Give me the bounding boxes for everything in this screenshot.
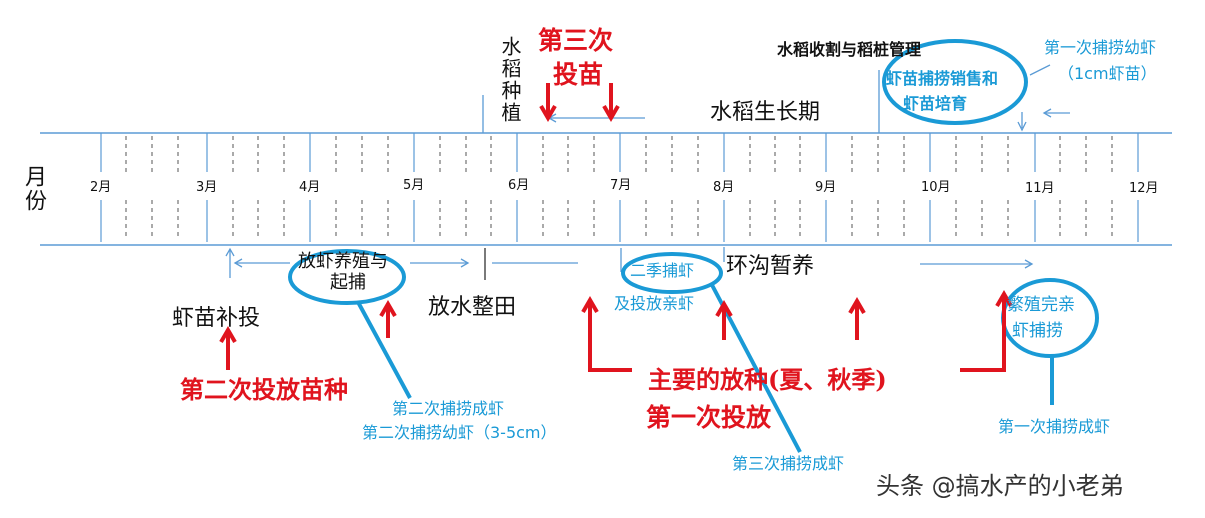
upper-markers <box>482 64 1070 133</box>
ellipse-second-season <box>621 252 723 294</box>
month-ticks <box>100 133 1139 242</box>
first-adult-catch-label: 第一次捕捞成虾 <box>998 417 1111 436</box>
month-label-7: 7月 <box>610 178 632 193</box>
third-stocking-line1: 第三次 <box>538 26 614 55</box>
main-stocking-label: 主要的放种(夏、秋季) <box>648 365 887 394</box>
month-label-11: 11月 <box>1025 181 1055 196</box>
breeding-done-line1: 繁殖完亲 <box>1007 295 1075 315</box>
breeding-done-line2: 虾捕捞 <box>1012 321 1063 341</box>
growth-period-label: 水稻生长期 <box>710 100 821 125</box>
watermark: 头条 @搞水产的小老弟 <box>876 472 1124 500</box>
month-label-2: 2月 <box>90 180 112 195</box>
ellipse-breeding-catch <box>288 249 406 305</box>
second-season-line1: 二季捕虾 <box>630 261 695 280</box>
month-label-3: 3月 <box>196 180 218 195</box>
flood-field-label: 放水整田 <box>428 295 517 320</box>
month-label-4: 4月 <box>299 180 321 195</box>
breeding-catch-line1: 放虾养殖与 <box>298 251 388 272</box>
second-fry-catch-label: 第二次捕捞幼虾（3-5cm） <box>362 423 557 442</box>
fry-supplement-label: 虾苗补投 <box>172 306 261 331</box>
month-label-9: 9月 <box>815 180 837 195</box>
harvest-mgmt-label: 水稻收割与稻桩管理 <box>777 40 922 59</box>
second-season-line2: 及投放亲虾 <box>614 294 695 313</box>
fry-sales-line2: 虾苗培育 <box>903 94 968 113</box>
third-adult-catch-label: 第三次捕捞成虾 <box>732 454 845 473</box>
lower-range-arrows <box>225 247 1034 280</box>
second-adult-catch-label: 第二次捕捞成虾 <box>392 399 505 418</box>
month-label-6: 6月 <box>508 178 530 193</box>
dashed-sub-ticks <box>125 136 1113 240</box>
ellipse-breeding-done <box>1001 278 1099 358</box>
first-fry-catch-line2: （1cm虾苗） <box>1058 64 1157 83</box>
month-label-12: 12月 <box>1129 181 1159 196</box>
ellipse-fry-sales <box>882 39 1028 125</box>
month-label-8: 8月 <box>713 180 735 195</box>
callout-lines <box>356 284 1054 453</box>
second-stocking-label: 第二次投放苗种 <box>180 375 348 404</box>
ring-ditch-label: 环沟暂养 <box>726 254 815 279</box>
month-label-5: 5月 <box>403 178 425 193</box>
rice-planting-label: 水稻种植 <box>498 36 522 124</box>
axis-label: 月份 <box>21 165 46 213</box>
breeding-catch-line2: 起捕 <box>330 272 366 293</box>
first-stocking-label: 第一次投放 <box>646 403 772 432</box>
third-stocking-line2: 投苗 <box>553 60 604 89</box>
first-fry-catch-line1: 第一次捕捞幼虾 <box>1044 38 1157 57</box>
fry-sales-line1: 虾苗捕捞销售和 <box>886 69 999 88</box>
month-label-10: 10月 <box>921 180 951 195</box>
red-arrows <box>219 83 1013 372</box>
